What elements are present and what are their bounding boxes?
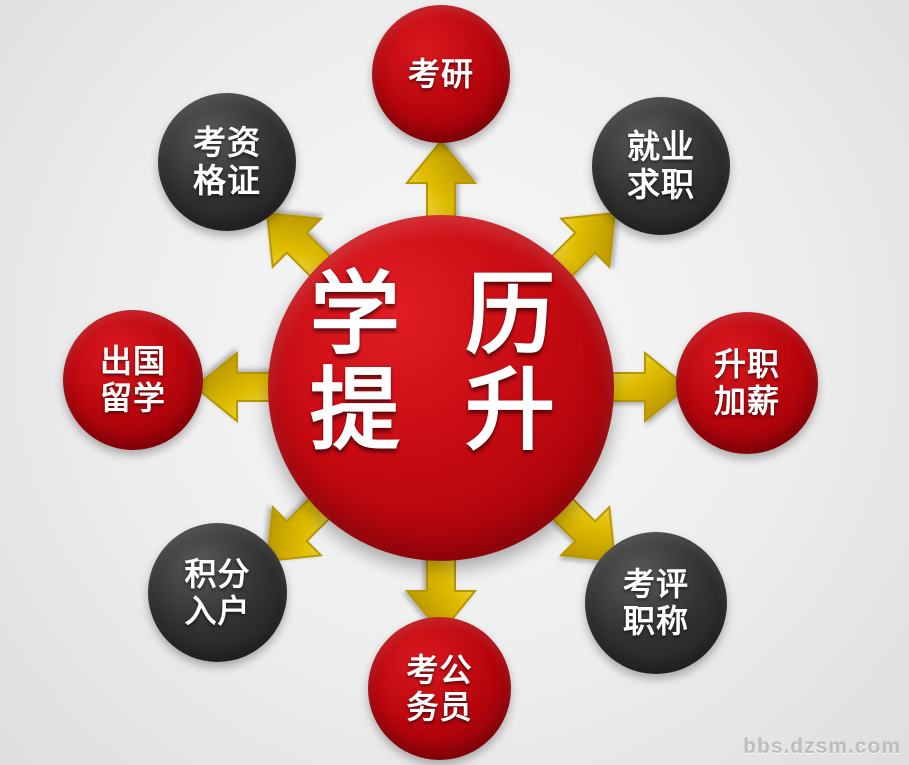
node-promotion-raise: 升职 加薪 (676, 312, 818, 454)
node-label: 考公 务员 (406, 650, 473, 726)
node-label: 考资 格证 (193, 123, 261, 200)
center-hub: 学 历 提 升 (268, 215, 614, 561)
node-job-seeking: 就业 求职 (592, 97, 730, 235)
node-label: 出国 留学 (99, 342, 166, 417)
node-civil-service: 考公 务员 (368, 617, 511, 760)
watermark: bbs.dzsm.com (743, 735, 901, 758)
node-label: 考评 职称 (622, 565, 689, 640)
node-postgraduate-exam: 考研 (372, 5, 510, 143)
node-label: 积分 入户 (184, 554, 251, 630)
center-label: 学 历 提 升 (309, 262, 573, 464)
node-label: 考研 (407, 54, 474, 93)
node-professional-title: 考评 职称 (585, 532, 727, 674)
node-points-household: 积分 入户 (148, 523, 287, 662)
node-label: 就业 求职 (627, 127, 695, 204)
node-qualification-certificate: 考资 格证 (158, 93, 296, 231)
node-label: 升职 加薪 (713, 345, 780, 420)
node-study-abroad: 出国 留学 (63, 310, 203, 450)
